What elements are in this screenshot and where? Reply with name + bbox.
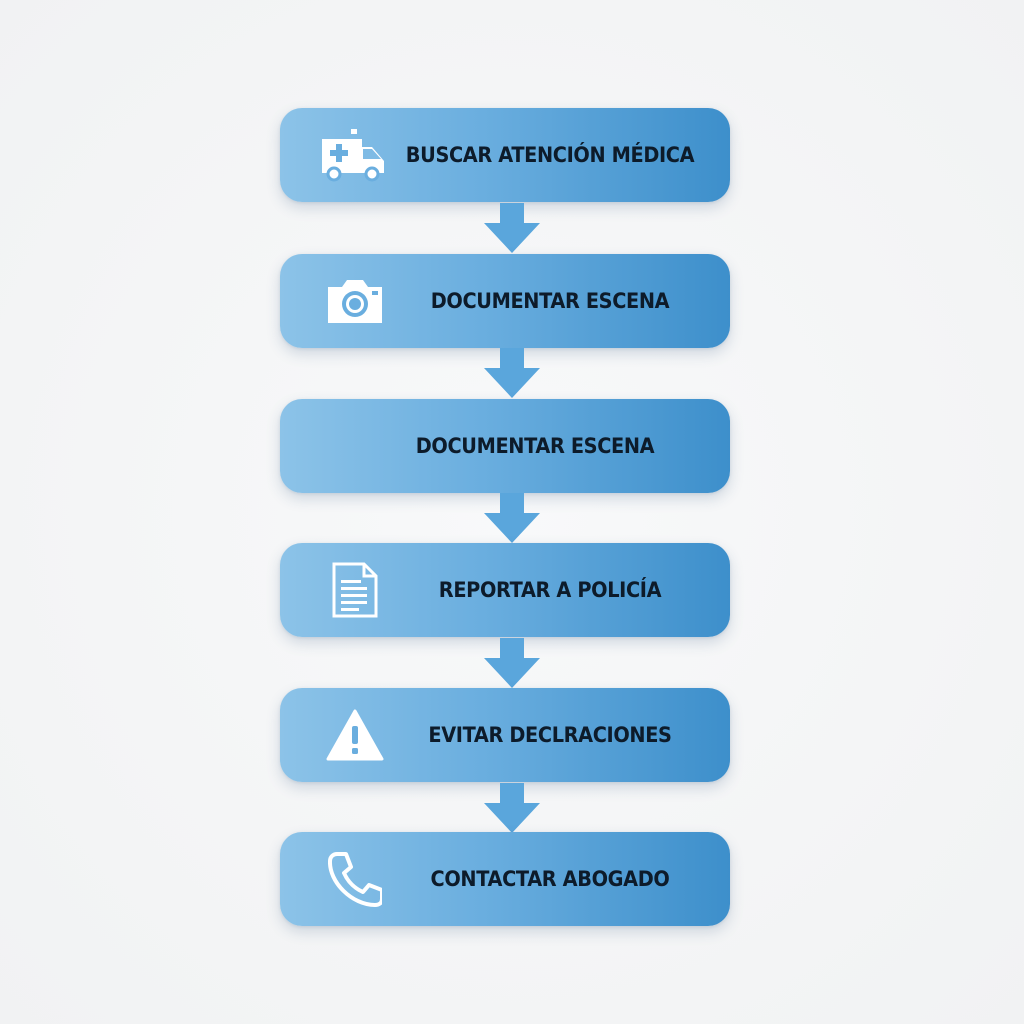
step-label: DOCUMENTAR ESCENA — [415, 434, 655, 458]
camera-icon — [316, 271, 394, 331]
step-label: DOCUMENTAR ESCENA — [430, 289, 670, 313]
down-arrow — [484, 348, 540, 398]
down-arrow — [484, 203, 540, 253]
step-report-police: REPORTAR A POLICÍA — [280, 543, 730, 637]
step-label: REPORTAR A POLICÍA — [438, 578, 662, 602]
ambulance-icon — [316, 125, 394, 185]
down-arrow — [484, 783, 540, 833]
phone-icon — [316, 849, 394, 909]
down-arrow — [484, 493, 540, 543]
step-seek-medical-attention: BUSCAR ATENCIÓN MÉDICA — [280, 108, 730, 202]
document-icon — [316, 560, 394, 620]
step-label: BUSCAR ATENCIÓN MÉDICA — [405, 143, 695, 167]
step-document-scene: DOCUMENTAR ESCENA — [280, 254, 730, 348]
step-label: CONTACTAR ABOGADO — [430, 867, 670, 891]
step-document-scene-2: DOCUMENTAR ESCENA — [280, 399, 730, 493]
step-label: EVITAR DECLRACIONES — [428, 723, 672, 747]
warning-icon — [316, 705, 394, 765]
step-contact-lawyer: CONTACTAR ABOGADO — [280, 832, 730, 926]
down-arrow — [484, 638, 540, 688]
step-avoid-statements: EVITAR DECLRACIONES — [280, 688, 730, 782]
